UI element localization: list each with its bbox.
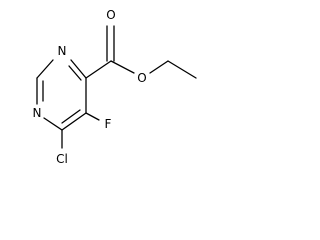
atom-label-n-top: N: [58, 44, 67, 58]
atom-label-cl: Cl: [56, 152, 68, 166]
bond-c5-c4: [61, 112, 87, 131]
pyrimidine-ring: [36, 59, 87, 131]
bond-c2-n1: [36, 59, 54, 79]
bond-c5-c4-inner: [61, 109, 81, 124]
bond-ch2-ch3: [167, 60, 197, 79]
bond-o-ch2: [149, 60, 169, 74]
bond-c-o-ester: [110, 60, 135, 74]
atom-label-o-carbonyl: O: [106, 8, 115, 22]
bond-n1-c6: [70, 59, 87, 79]
bond-n1-c6-inner: [68, 65, 82, 81]
bond-c4-n3: [43, 117, 63, 131]
bond-c6-ccarboxyl: [85, 60, 112, 79]
atom-label-f: F: [105, 117, 112, 131]
substituent-bonds: [61, 25, 197, 149]
atom-label-o-ester: O: [137, 71, 146, 85]
structure-diagram: N N O O F Cl: [33, 8, 197, 166]
bond-c5-f: [85, 112, 100, 121]
atom-label-n-left: N: [33, 106, 42, 120]
